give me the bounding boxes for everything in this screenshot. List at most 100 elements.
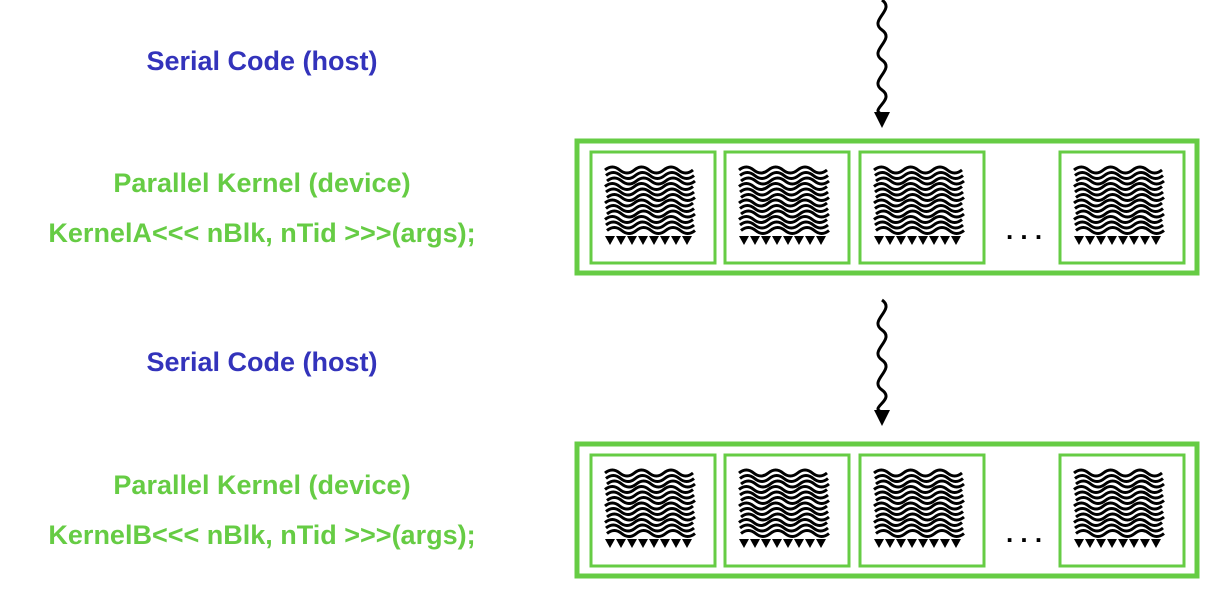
thread-bundle [738, 468, 830, 548]
thread-wave [604, 165, 694, 175]
thread-arrowhead [1085, 236, 1095, 245]
thread-wave [739, 187, 829, 197]
thread-wave [1075, 209, 1165, 219]
thread-arrowhead [783, 539, 793, 548]
thread-wave [875, 479, 965, 489]
thread-wave [873, 501, 963, 511]
thread-wave [875, 529, 965, 538]
thread-wave [604, 198, 694, 208]
thread-wave [604, 215, 694, 224]
thread-arrowhead [794, 236, 804, 245]
thread-wave [874, 523, 964, 533]
block-border [589, 453, 717, 568]
thread-wave [1073, 501, 1163, 511]
thread-arrowhead [649, 236, 659, 245]
thread-wave [604, 518, 694, 527]
thread-wave [1074, 474, 1164, 483]
thread-wave [1075, 176, 1165, 186]
thread-arrowhead [929, 539, 939, 548]
thread-wave [873, 165, 963, 175]
thread-bundle [873, 165, 965, 245]
thread-block [1058, 150, 1186, 265]
thread-wave [606, 193, 696, 202]
thread-arrowhead [1096, 539, 1106, 548]
thread-wave [1073, 468, 1163, 478]
kernel-b-call: KernelB<<< nBlk, nTid >>>(args); [48, 520, 476, 550]
thread-wave [738, 215, 828, 224]
thread-wave [605, 507, 695, 516]
thread-arrowhead [739, 236, 749, 245]
thread-wave [875, 193, 965, 202]
thread-wave [740, 176, 830, 186]
thread-block [589, 453, 717, 568]
thread-arrowhead [660, 539, 670, 548]
thread-wave [873, 485, 963, 494]
thread-arrowhead [761, 539, 771, 548]
thread-arrowhead [951, 539, 961, 548]
thread-wave [1075, 512, 1165, 522]
thread-arrowhead [1129, 236, 1139, 245]
thread-arrowhead [772, 539, 782, 548]
thread-wave [738, 182, 828, 191]
host-thread-arrow-2 [874, 298, 890, 426]
thread-arrowhead [1151, 236, 1161, 245]
kernel-a-ellipsis: . . . [1006, 215, 1042, 245]
thread-arrowhead [682, 539, 692, 548]
thread-wave [738, 165, 828, 175]
thread-wave [739, 490, 829, 500]
arrow-head [874, 410, 890, 426]
thread-wave [604, 468, 694, 478]
thread-wave [740, 209, 830, 219]
thread-wave [605, 204, 695, 213]
thread-wave [605, 187, 695, 197]
thread-wave [1074, 507, 1164, 516]
thread-bundle [738, 165, 830, 245]
thread-wave [605, 220, 695, 230]
thread-block [1058, 453, 1186, 568]
thread-arrowhead [805, 236, 815, 245]
thread-arrowhead [772, 236, 782, 245]
thread-wave [874, 204, 964, 213]
thread-wave [740, 529, 830, 538]
thread-block [723, 453, 851, 568]
thread-arrowhead [874, 236, 884, 245]
thread-wave [605, 171, 695, 180]
block-border [589, 150, 717, 265]
thread-arrowhead [805, 539, 815, 548]
thread-arrowhead [1085, 539, 1095, 548]
thread-arrowhead [885, 236, 895, 245]
thread-arrowhead [627, 236, 637, 245]
thread-wave [1073, 485, 1163, 494]
thread-arrowhead [1107, 539, 1117, 548]
block-border [1058, 453, 1186, 568]
thread-wave [875, 176, 965, 186]
thread-arrowhead [750, 236, 760, 245]
thread-arrowhead [816, 236, 826, 245]
thread-arrowhead [918, 236, 928, 245]
thread-arrowhead [1140, 539, 1150, 548]
thread-wave [739, 220, 829, 230]
block-border [858, 150, 986, 265]
thread-wave [1074, 220, 1164, 230]
block-border [723, 453, 851, 568]
thread-wave [1073, 518, 1163, 527]
thread-bundle [873, 468, 965, 548]
thread-bundle [1073, 165, 1165, 245]
thread-wave [739, 171, 829, 180]
thread-arrowhead [1107, 236, 1117, 245]
thread-wave [1075, 479, 1165, 489]
thread-wave [606, 479, 696, 489]
thread-wave [1075, 496, 1165, 505]
thread-wave [738, 518, 828, 527]
thread-wave [740, 479, 830, 489]
thread-arrowhead [1118, 236, 1128, 245]
serial-code-label-2: Serial Code (host) [146, 347, 378, 377]
thread-arrowhead [638, 236, 648, 245]
thread-arrowhead [671, 539, 681, 548]
thread-arrowhead [896, 539, 906, 548]
thread-arrowhead [816, 539, 826, 548]
thread-wave [1074, 187, 1164, 197]
thread-block [589, 150, 717, 265]
thread-arrowhead [1140, 236, 1150, 245]
thread-bundle [1073, 468, 1165, 548]
